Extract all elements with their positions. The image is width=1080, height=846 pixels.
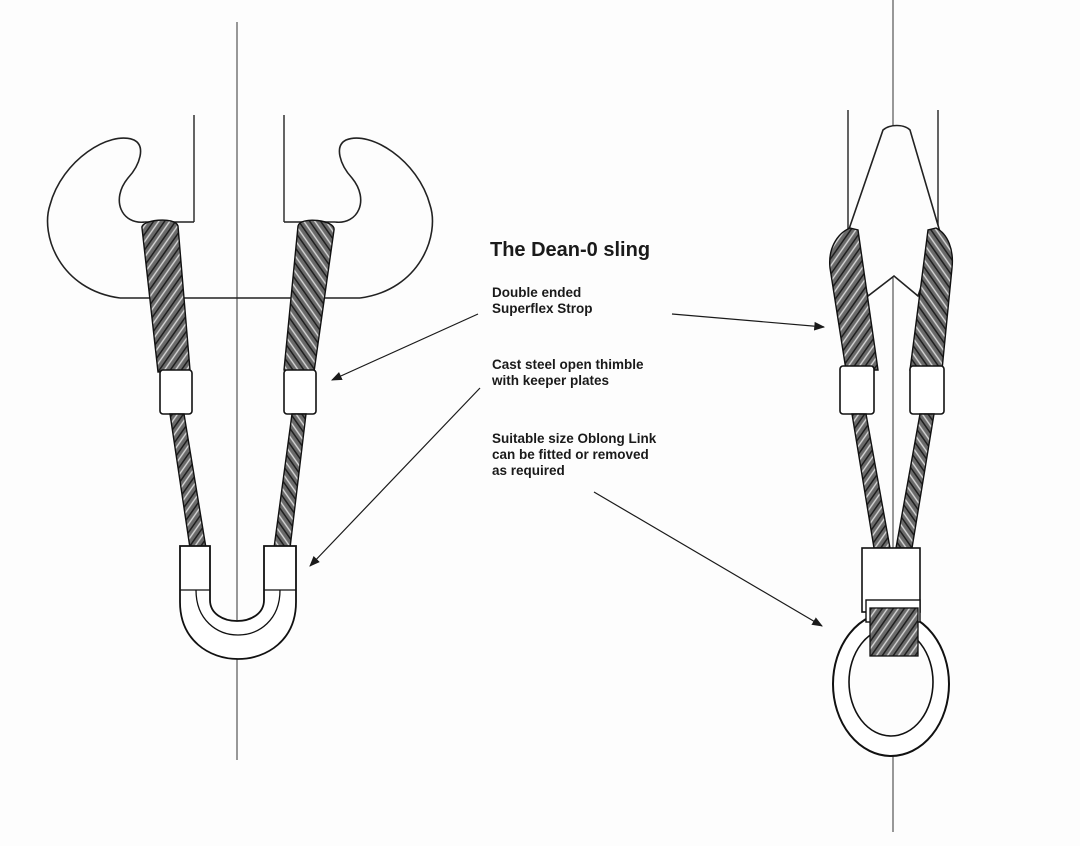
open-thimble <box>179 545 297 660</box>
right-strop-lower-right <box>895 413 935 549</box>
left-ferrule-right <box>283 369 317 415</box>
callout-arrows <box>309 313 826 627</box>
callout-oblong-link-label: Suitable size Oblong Link can be fitted … <box>492 431 657 478</box>
left-strop-upper-left <box>141 219 191 373</box>
left-strop-lower-left <box>169 413 207 549</box>
right-strop-lower-left <box>851 413 891 549</box>
left-strop-upper-right <box>283 219 335 373</box>
arrow-strop-to-right <box>671 313 826 331</box>
arrow-thimble <box>309 387 481 567</box>
arrow-oblong-link <box>593 491 823 627</box>
arrow-strop-to-left <box>331 313 479 381</box>
callout-strop-label: Double ended Superflex Strop <box>492 285 593 316</box>
thimble-inner-groove <box>195 589 281 636</box>
right-ferrule-right <box>909 365 945 415</box>
hook-body <box>46 137 434 299</box>
right-view <box>829 0 954 832</box>
hook-side-profile <box>847 124 941 298</box>
right-ferrule-left <box>839 365 875 415</box>
diagram-title: The Dean-0 sling <box>490 239 651 261</box>
left-ferrule-left <box>159 369 193 415</box>
left-view <box>46 22 434 760</box>
callout-thimble-label: Cast steel open thimble with keeper plat… <box>492 357 644 388</box>
rope-in-thimble <box>869 607 919 657</box>
left-strop-lower-right <box>273 413 307 549</box>
